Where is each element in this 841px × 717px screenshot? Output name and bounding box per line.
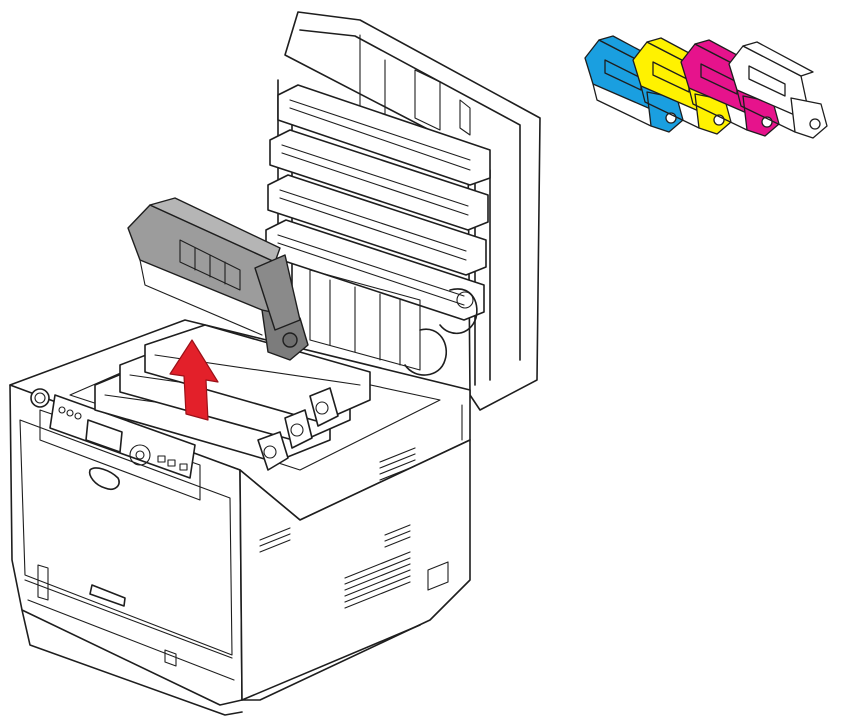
color-cartridges	[584, 35, 828, 139]
power-button-icon	[30, 388, 50, 408]
operator-panel	[49, 394, 196, 479]
cartridge-black	[728, 41, 828, 139]
cartridge-yellow	[632, 37, 732, 135]
removal-arrow-icon	[169, 339, 219, 421]
side-vents	[259, 447, 416, 609]
image-drum-icon	[127, 197, 309, 361]
open-top-cover	[265, 11, 541, 426]
